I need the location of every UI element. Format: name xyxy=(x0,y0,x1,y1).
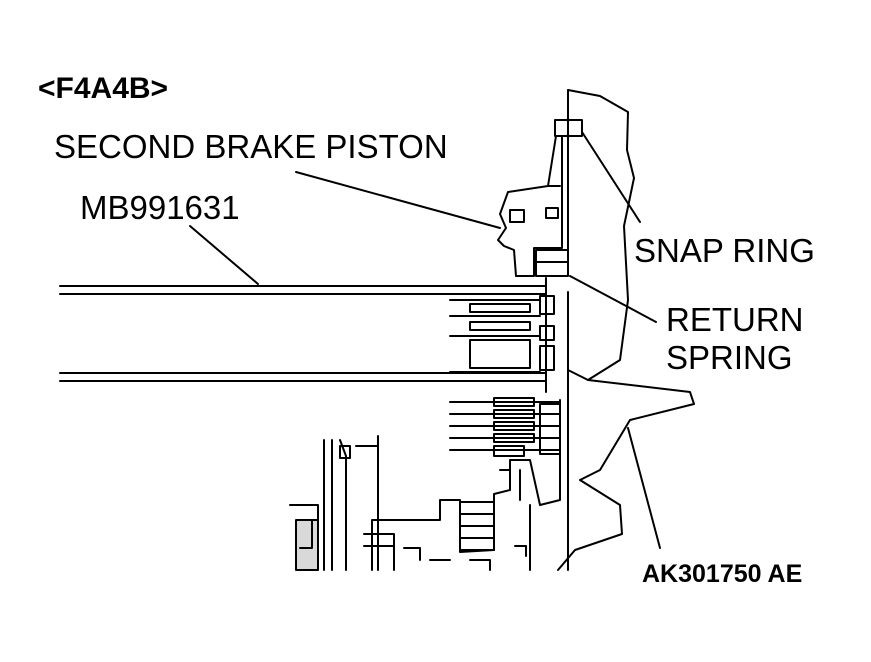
label-snap-ring: SNAP RING xyxy=(634,232,815,269)
snap-ring-leader xyxy=(581,131,641,223)
lower-block xyxy=(295,519,319,571)
model-header: <F4A4B> xyxy=(38,72,169,105)
piston-inner-line xyxy=(509,185,561,223)
label-second-brake-piston: SECOND BRAKE PISTON xyxy=(54,128,448,165)
housing-outline xyxy=(557,89,695,571)
special-tool-leader xyxy=(189,225,259,285)
label-return-spring-2: SPRING xyxy=(666,339,793,376)
clutch-pack-lower xyxy=(449,397,561,457)
snap-ring xyxy=(554,119,583,137)
lower-drum-inner xyxy=(499,469,531,571)
housing-leader xyxy=(627,427,661,549)
figure-code: AK301750 AE xyxy=(642,560,803,588)
shaft-left xyxy=(323,435,379,571)
lower-gear-lines xyxy=(459,513,495,539)
second-brake-piston xyxy=(497,135,563,277)
lower-seal xyxy=(363,533,395,571)
return-spring-leader xyxy=(569,275,657,323)
housing-step xyxy=(567,369,589,381)
lower-details xyxy=(403,545,527,571)
label-special-tool: MB991631 xyxy=(80,189,240,226)
second-brake-piston-leader xyxy=(295,171,501,229)
label-return-spring-1: RETURN xyxy=(666,301,804,338)
clutch-pack-upper xyxy=(449,295,555,373)
shaft-collar xyxy=(339,445,351,459)
